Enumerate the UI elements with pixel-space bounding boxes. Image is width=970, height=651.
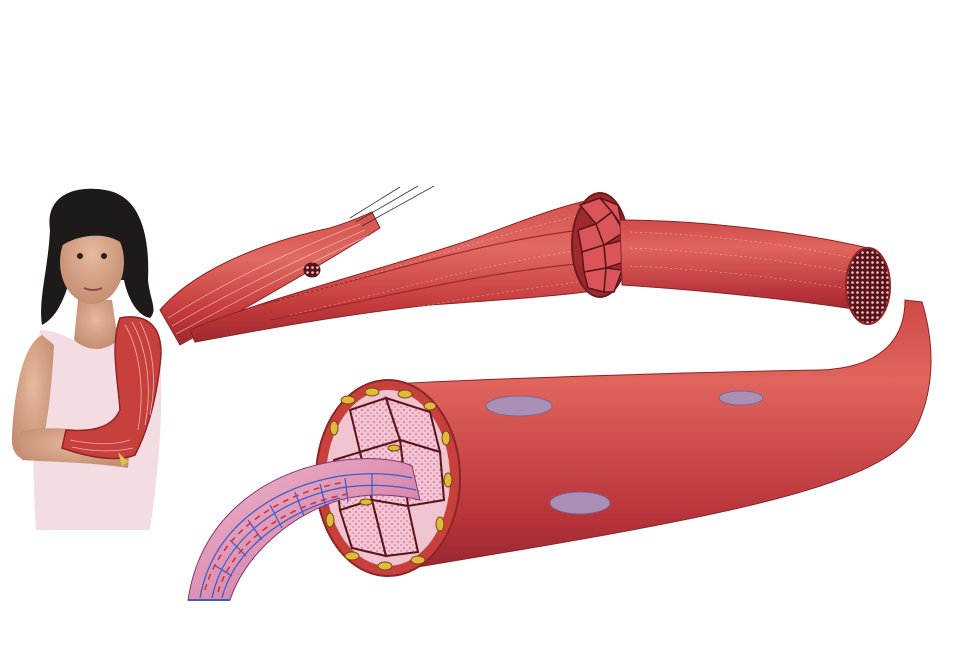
- whole-muscle: [159, 185, 435, 346]
- face: [60, 220, 124, 304]
- fat-cells: [321, 387, 453, 571]
- fascicle-cut-face: [845, 247, 891, 325]
- myofibril: [187, 458, 421, 601]
- neck: [74, 300, 118, 349]
- muscle-fascicle-bundle: [189, 192, 629, 343]
- small-fascicle-cut: [303, 262, 321, 278]
- nucleus: [718, 390, 764, 406]
- t-tubules: [199, 473, 417, 599]
- nucleus: [549, 491, 611, 515]
- nucleus: [485, 395, 553, 417]
- muscle-fiber: [315, 299, 932, 577]
- single-fascicle: [619, 219, 891, 325]
- person-with-arm-muscles: [11, 188, 162, 530]
- bangs: [58, 201, 128, 248]
